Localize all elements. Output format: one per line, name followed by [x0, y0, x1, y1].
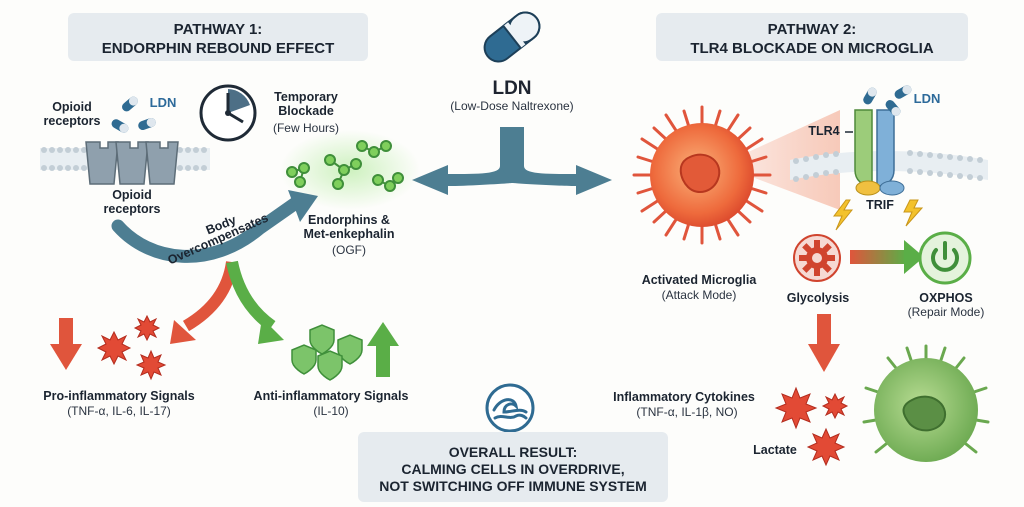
shield-icon	[291, 324, 363, 381]
power-icon	[918, 231, 972, 285]
lactate-label: Lactate	[753, 443, 797, 457]
oxphos-label: OXPHOS	[919, 291, 973, 305]
cytokines-label: Inflammatory Cytokines	[613, 390, 755, 404]
capsule-icon	[483, 11, 541, 63]
up-arrow-green	[367, 322, 399, 377]
opioid-receptors-label-top: Opioid receptors	[43, 100, 101, 129]
down-arrow-red-right	[808, 314, 840, 372]
endorphins-label: Endorphins & Met-enkephalin	[303, 213, 395, 242]
tlr4-receptor	[845, 109, 905, 196]
pathway2-title-line2: TLR4 BLOCKADE ON MICROGLIA	[690, 40, 934, 57]
trif-label: TRIF	[866, 198, 894, 212]
switch-arrow	[850, 240, 924, 274]
result-line3: NOT SWITCHING OFF IMMUNE SYSTEM	[379, 478, 647, 494]
pathway1-title: PATHWAY 1: ENDORPHIN REBOUND EFFECT	[68, 13, 368, 61]
clock-icon	[199, 84, 257, 142]
ldn-tag-left: LDN	[149, 95, 177, 110]
anti-inflammatory-label: Anti-inflammatory Signals	[253, 389, 409, 403]
oxphos-sub: (Repair Mode)	[907, 305, 985, 319]
pathway1-title-line2: ENDORPHIN REBOUND EFFECT	[101, 40, 335, 57]
endorphins-sub: (OGF)	[332, 243, 366, 257]
cytokine-icon-right	[774, 386, 849, 467]
signal-beam	[720, 110, 840, 210]
wave-icon	[485, 383, 535, 433]
ldn-tag-right: LDN	[913, 91, 941, 106]
cytokines-sub: (TNF-α, IL-1β, NO)	[636, 405, 738, 419]
microglia-label: Activated Microglia	[641, 273, 757, 287]
activated-microglia	[632, 105, 772, 245]
center-split-arrow	[412, 127, 612, 195]
gear-icon	[793, 234, 841, 282]
glycolysis-label: Glycolysis	[786, 291, 850, 305]
overall-result-box: OVERALL RESULT: CALMING CELLS IN OVERDRI…	[358, 432, 668, 502]
ldn-title: LDN	[492, 78, 532, 99]
pathway2-title: PATHWAY 2: TLR4 BLOCKADE ON MICROGLIA	[656, 13, 968, 61]
pathway2-title-line1: PATHWAY 2:	[767, 21, 857, 38]
blockade-sub: (Few Hours)	[272, 121, 339, 135]
anti-inflammatory-sub: (IL-10)	[313, 404, 349, 418]
result-line1: OVERALL RESULT:	[448, 444, 578, 460]
cytokine-icon	[96, 314, 167, 381]
pro-inflammatory-label: Pro-inflammatory Signals	[43, 389, 195, 403]
overcompensates-arrow	[111, 190, 318, 263]
ldn-capsules-right	[863, 85, 912, 116]
microglia-sub: (Attack Mode)	[661, 288, 737, 302]
opioid-receptors-label-bottom: Opioid receptors	[103, 188, 161, 217]
resting-microglia	[862, 344, 990, 462]
molecule-icon	[286, 140, 404, 192]
opioid-receptors	[85, 141, 179, 185]
ldn-subtitle: (Low-Dose Naltrexone)	[450, 99, 574, 113]
tlr4-label: TLR4	[808, 124, 840, 138]
result-line2: CALMING CELLS IN OVERDRIVE,	[401, 461, 625, 477]
branch-arrows	[170, 260, 284, 344]
pathway1-title-line1: PATHWAY 1:	[173, 21, 263, 38]
blockade-label: Temporary Blockade	[274, 90, 338, 119]
down-arrow-red	[50, 318, 82, 370]
ldn-capsules-left	[111, 96, 156, 133]
pro-inflammatory-sub: (TNF-α, IL-6, IL-17)	[67, 404, 171, 418]
lightning-icon	[833, 199, 924, 231]
